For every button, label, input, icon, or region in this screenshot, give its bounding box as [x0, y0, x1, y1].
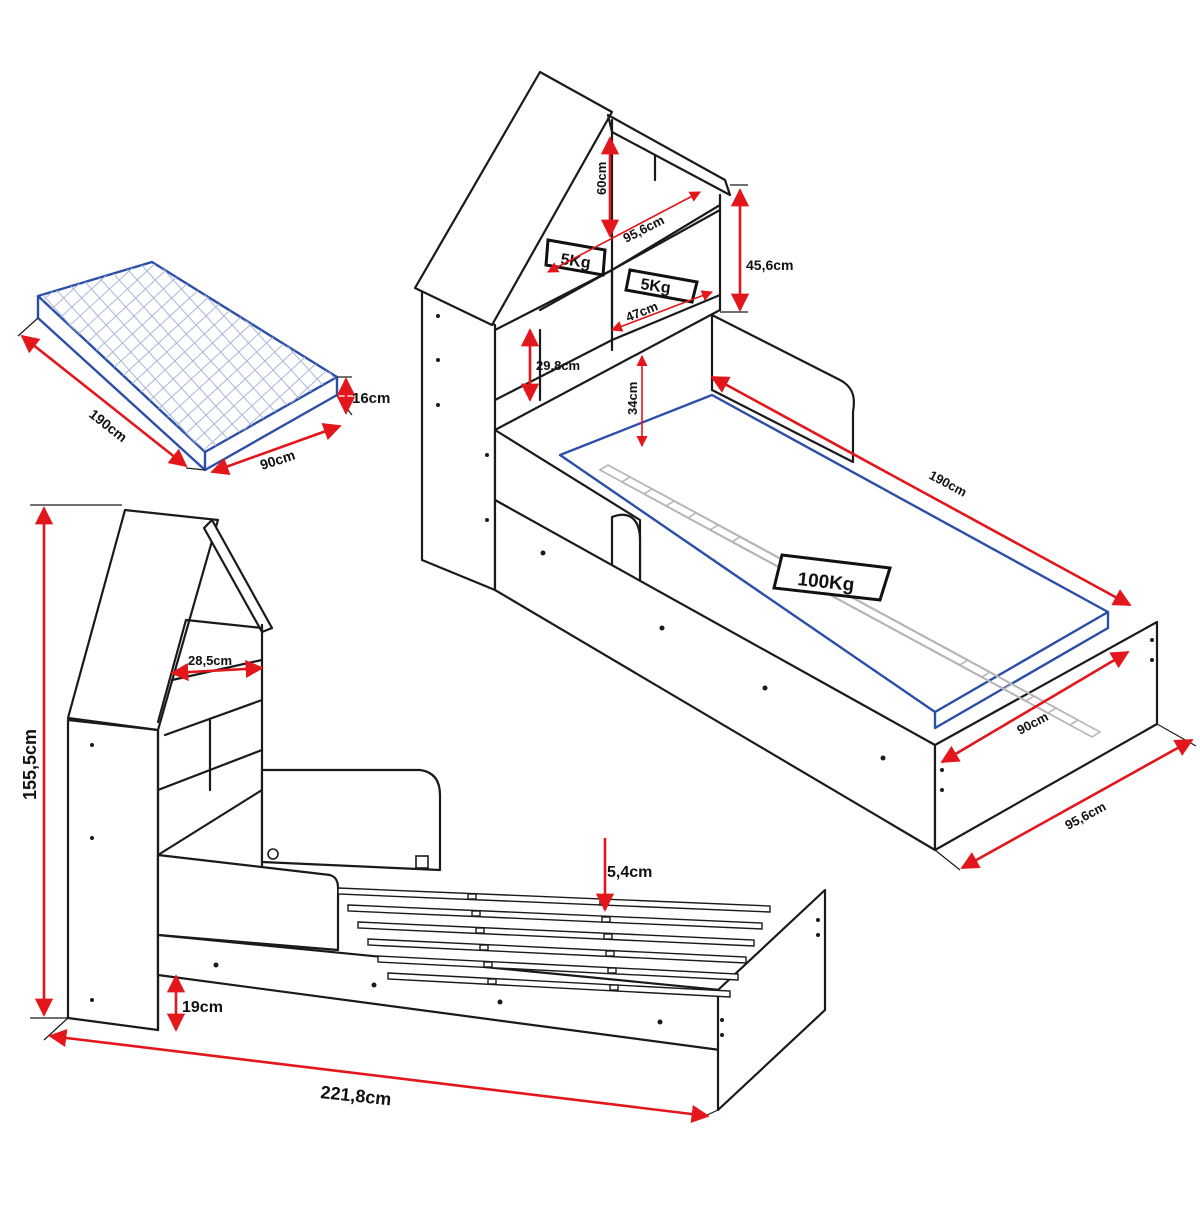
- headboard-roof: [413, 70, 614, 327]
- lower-shelf-height-label: 29,8cm: [536, 358, 580, 373]
- bed-load-badge: 100Kg: [772, 553, 892, 602]
- lower-shelf-load-badge: 5Kg: [624, 268, 699, 304]
- shelf-height-label: 60cm: [594, 162, 609, 195]
- mattress-height-dimension: 16cm: [336, 376, 390, 416]
- roof-height-dimension: 45,6cm: [720, 184, 793, 313]
- mattress-depth-label: 34cm: [625, 382, 640, 415]
- mattress-height-label: 16cm: [352, 390, 390, 407]
- mattress-length-label: 190cm: [86, 406, 130, 445]
- bed-perspective-drawing: [413, 70, 1159, 852]
- shelf-height-dimension: 60cm: [594, 136, 620, 238]
- shelf-depth-label: 28,5cm: [188, 653, 232, 668]
- shelf-inner-width-label: 47cm: [624, 298, 660, 324]
- bed-footboard: [933, 620, 1159, 852]
- mattress-length-dimension: 190cm: [17, 317, 206, 471]
- mattress-width-dimension: 90cm: [210, 422, 342, 476]
- side-guard-rail: [260, 768, 442, 872]
- bed-length-label: 190cm: [927, 467, 970, 499]
- side-footboard: [716, 888, 827, 1112]
- bed-side-drawing: [66, 508, 827, 1112]
- floor-clearance-label: 19cm: [182, 999, 223, 1016]
- mattress-top-face: [36, 260, 339, 454]
- lower-shelf-height-dimension: 29,8cm: [520, 328, 580, 402]
- bed-length-dimension: 190cm: [710, 375, 1132, 607]
- bed-outer-width-label: 95,6cm: [1062, 799, 1108, 833]
- roof-height-label: 45,6cm: [746, 257, 793, 273]
- total-length-label: 221,8cm: [320, 1082, 393, 1109]
- mattress-depth-dimension: 34cm: [625, 354, 648, 448]
- floor-clearance-dimension: 19cm: [166, 974, 223, 1032]
- roof-back-edge: [606, 113, 732, 197]
- total-height-label: 155,5cm: [20, 729, 40, 800]
- slat-height-label: 5,4cm: [607, 864, 652, 881]
- side-front-board: [156, 853, 340, 952]
- shelf-depth-dimension: 28,5cm: [170, 653, 264, 682]
- mattress-width-label: 90cm: [258, 447, 297, 473]
- slat-height-dimension: 5,4cm: [595, 838, 652, 912]
- side-roof: [66, 508, 220, 732]
- side-headboard-panel: [66, 718, 160, 1032]
- headboard-side-panel: [420, 288, 497, 592]
- side-slats: [337, 887, 771, 998]
- total-height-dimension: 155,5cm: [20, 504, 122, 1019]
- bed-side-rail: [493, 498, 937, 852]
